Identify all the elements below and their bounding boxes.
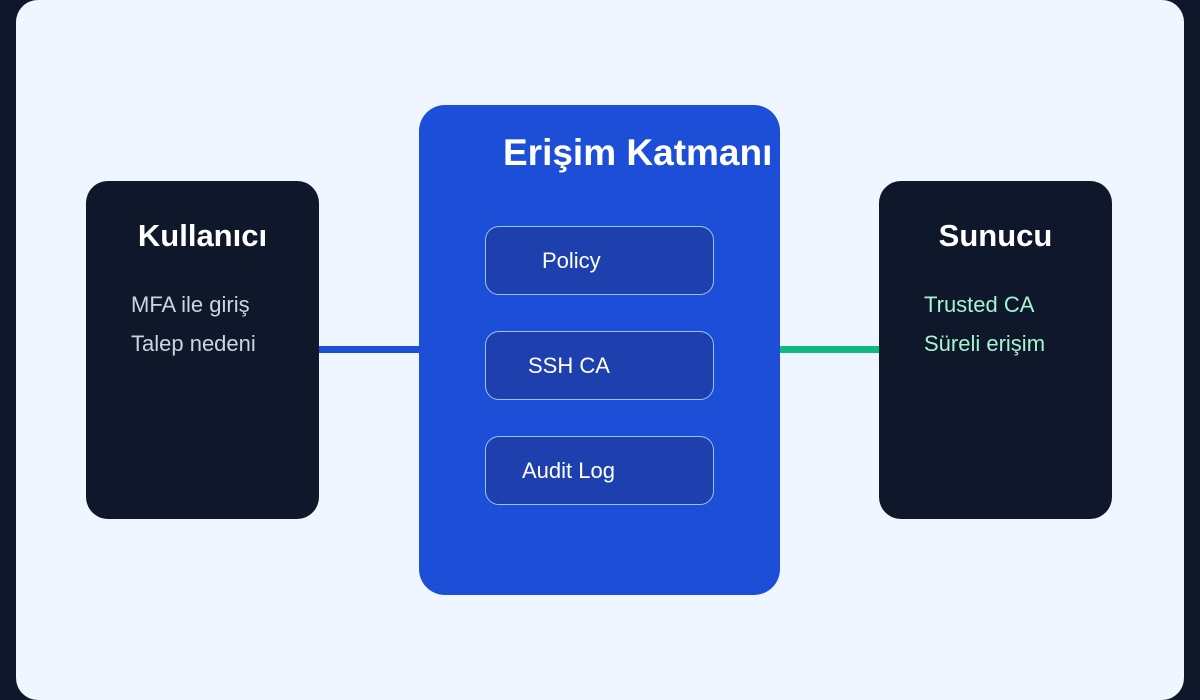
- user-box: Kullanıcı MFA ile giriş Talep nedeni: [86, 181, 319, 519]
- module-audit-log-label: Audit Log: [522, 458, 615, 483]
- module-audit-log: Audit Log: [485, 436, 714, 505]
- user-box-title: Kullanıcı: [137, 218, 268, 253]
- diagram-canvas: Kullanıcı MFA ile giriş Talep nedeni Eri…: [16, 0, 1184, 700]
- module-policy: Policy: [485, 226, 714, 295]
- user-to-layer-connector: [316, 346, 426, 353]
- module-ssh-ca-label: SSH CA: [528, 353, 610, 378]
- server-box-items: Trusted CA Süreli erişim: [924, 285, 1045, 363]
- server-item-trusted-ca: Trusted CA: [924, 292, 1035, 317]
- module-policy-label: Policy: [542, 248, 601, 273]
- layer-to-server-connector: [778, 346, 884, 353]
- user-item-mfa: MFA ile giriş: [131, 292, 250, 317]
- module-ssh-ca: SSH CA: [485, 331, 714, 400]
- server-box-title: Sunucu: [938, 218, 1053, 253]
- access-layer-title: Erişim Katmanı: [503, 132, 773, 173]
- access-layer-box: Erişim Katmanı Policy SSH CA Audit Log: [419, 105, 780, 595]
- server-item-timed-access: Süreli erişim: [924, 331, 1046, 356]
- user-item-reason: Talep nedeni: [131, 331, 256, 356]
- user-box-items: MFA ile giriş Talep nedeni: [131, 285, 256, 363]
- server-box: Sunucu Trusted CA Süreli erişim: [879, 181, 1112, 519]
